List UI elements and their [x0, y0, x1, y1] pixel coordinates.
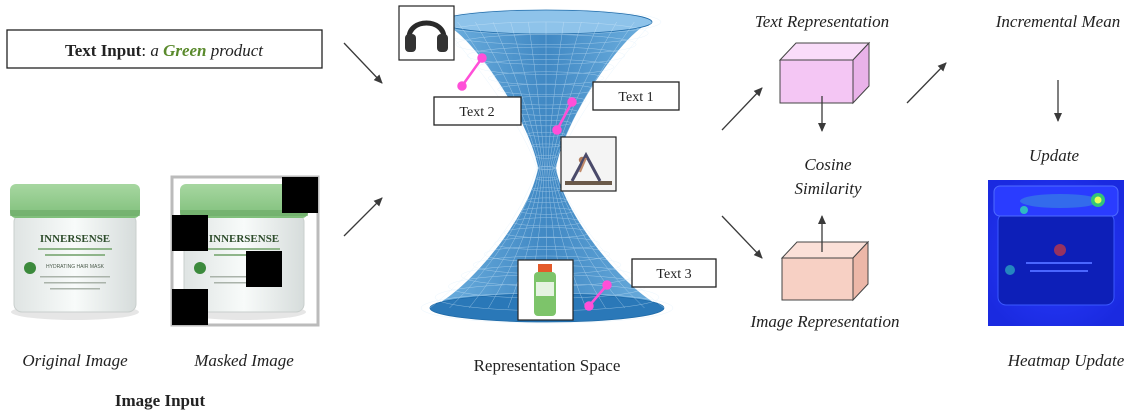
- connector-yoga-text1: [555, 101, 574, 131]
- incremental-mean-label: Incremental Mean: [995, 12, 1120, 31]
- manifold-meridian: [551, 167, 626, 309]
- jar-product-original: HYDRATING HAIR MASK: [46, 264, 105, 270]
- yoga-thumbnail: [560, 136, 617, 192]
- text-input-arrow: [343, 42, 383, 84]
- manifold-ring: [520, 207, 574, 215]
- connector-headphones-text2: [460, 57, 484, 87]
- manifold-meridian: [553, 167, 645, 309]
- connector-endpoint: [584, 301, 594, 311]
- mask-patch: [246, 251, 282, 287]
- manifold-meridian: [548, 167, 587, 309]
- manifold-ring: [535, 177, 559, 181]
- jar-heatmap: [993, 185, 1119, 306]
- masked-image: INNERSENSE: [170, 175, 320, 327]
- mask-patch: [282, 177, 318, 213]
- image-input-arrow: [343, 197, 383, 237]
- jar-brand-masked: INNERSENSE: [209, 233, 279, 245]
- representation-space-caption: Representation Space: [474, 356, 621, 375]
- organic-badge-icon: [194, 262, 206, 274]
- manifold-meridian: [553, 21, 635, 169]
- text-input-frame: [6, 29, 323, 69]
- manifold-meridian: [507, 167, 544, 309]
- manifold-meridian: [547, 21, 564, 169]
- text1-label: Text 1: [618, 90, 653, 105]
- heatmap-update-caption: Heatmap Update: [1007, 351, 1125, 370]
- manifold-ring: [503, 227, 591, 239]
- text-input-prefix: a: [150, 41, 163, 60]
- connector-endpoint: [552, 125, 562, 135]
- update-label: Update: [1029, 146, 1080, 165]
- heatmap-image: [988, 180, 1124, 326]
- text3-label: Text 3: [656, 267, 691, 282]
- bottle-icon: [534, 264, 556, 316]
- headphones-icon: [405, 20, 448, 52]
- original-image-caption: Original Image: [22, 351, 128, 370]
- connector-endpoint: [567, 97, 577, 107]
- manifold-ring: [537, 166, 557, 170]
- text2-label: Text 2: [459, 105, 494, 120]
- jar-original: INNERSENSE HYDRATING HAIR MASK: [10, 184, 140, 320]
- mask-patch: [172, 289, 208, 325]
- image-representation-cube: [780, 240, 870, 302]
- text2-label-box: Text 2: [433, 96, 522, 126]
- yoga-person-icon: [565, 151, 612, 185]
- manifold-meridian: [510, 21, 544, 169]
- manifold-meridian: [449, 167, 539, 309]
- connector-endpoint: [602, 280, 612, 290]
- manifold-meridian: [528, 21, 545, 169]
- text1-label-box: Text 1: [592, 81, 680, 111]
- jar-brand-original: INNERSENSE: [40, 233, 110, 245]
- manifold-meridian: [492, 21, 542, 169]
- product-thumbnail: [517, 259, 574, 321]
- cosine-label-line1: Cosine: [804, 155, 852, 174]
- text-input-box: Text Input: a Green product: [6, 29, 323, 69]
- text-input-suffix: product: [207, 41, 265, 60]
- mask-patch: [172, 215, 208, 251]
- text-input-label: Text Input: [65, 41, 142, 60]
- text-input-keyword: Green: [163, 41, 206, 60]
- embedding-connectors: [457, 53, 612, 311]
- cosine-label-line2: Similarity: [794, 179, 862, 198]
- text-representation-label: Text Representation: [755, 12, 889, 31]
- headphones-thumbnail: [398, 5, 455, 61]
- manifold-meridian: [468, 167, 541, 309]
- text-representation-cube: [778, 41, 871, 105]
- space-to-image-rep-arrow: [721, 215, 763, 259]
- manifold-meridian: [550, 167, 606, 309]
- space-to-text-rep-arrow: [721, 87, 763, 131]
- image-representation-label: Image Representation: [749, 312, 899, 331]
- jar-masked: INNERSENSE: [180, 184, 308, 320]
- text-input-separator: :: [141, 41, 150, 60]
- manifold-ring: [526, 197, 568, 203]
- manifold-ring: [494, 236, 600, 250]
- manifold-meridian: [548, 21, 582, 169]
- text3-label-box: Text 3: [631, 258, 717, 288]
- organic-badge-icon: [24, 262, 36, 274]
- connector-endpoint: [457, 81, 467, 91]
- masked-image-caption: Masked Image: [193, 351, 294, 370]
- manifold-meridian: [488, 167, 542, 309]
- to-incremental-mean-arrow: [906, 62, 947, 104]
- manifold-meridian: [429, 167, 538, 309]
- text-input-text: Text Input: a Green product: [65, 41, 264, 60]
- connector-endpoint: [477, 53, 487, 63]
- image-input-caption: Image Input: [115, 391, 206, 410]
- original-image: INNERSENSE HYDRATING HAIR MASK: [10, 184, 140, 320]
